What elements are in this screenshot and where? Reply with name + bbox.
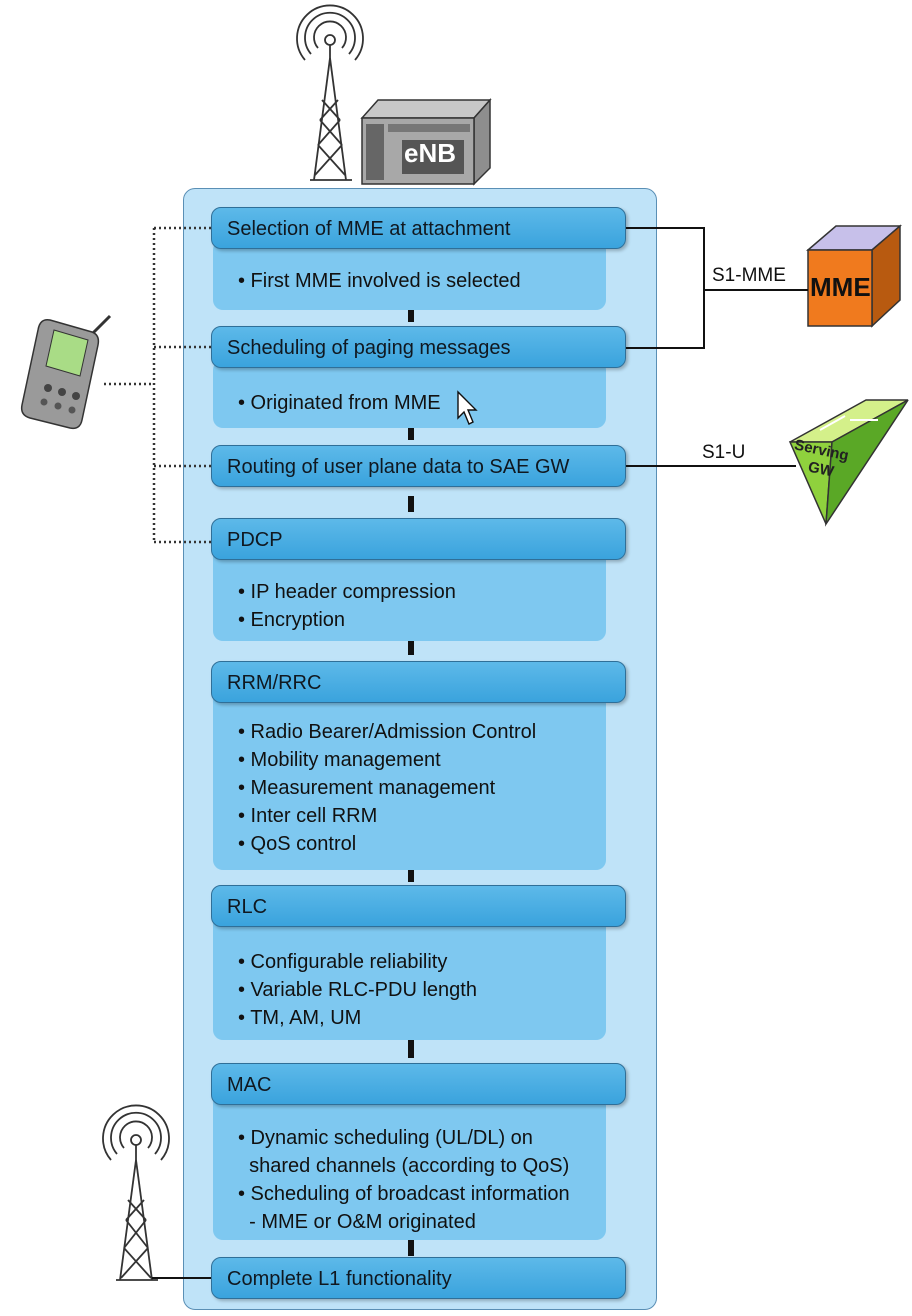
block-header-pdcp: PDCP [211, 518, 626, 560]
list-item: • Inter cell RRM [238, 805, 378, 827]
mouse-cursor-icon [457, 390, 478, 425]
block-header-paging: Scheduling of paging messages [211, 326, 626, 368]
block-header-mme-selection: Selection of MME at attachment [211, 207, 626, 249]
block-body-mme-selection [213, 240, 606, 310]
block-items-mac: • Dynamic scheduling (UL/DL) on shared c… [238, 1124, 570, 1236]
connector [408, 496, 414, 512]
connector [408, 641, 414, 655]
s1-u-label: S1-U [702, 442, 746, 463]
block-items-rrm-rrc: • Radio Bearer/Admission Control • Mobil… [238, 718, 536, 858]
block-body-rrm-rrc [213, 688, 606, 870]
block-header-rrm-rrc: RRM/RRC [211, 661, 626, 703]
block-items-rlc: • Configurable reliability • Variable RL… [238, 948, 477, 1032]
list-item: • Dynamic scheduling (UL/DL) on [238, 1127, 533, 1149]
list-item: • Variable RLC-PDU length [238, 979, 477, 1001]
dotted-radio-links [104, 226, 211, 544]
antenna-tower-bottom-icon [102, 1104, 211, 1281]
block-items-mme-selection: • First MME involved is selected [238, 267, 521, 295]
list-item: • First MME involved is selected [238, 270, 521, 292]
list-item: • Scheduling of broadcast information [238, 1183, 570, 1205]
list-item: • IP header compression [238, 581, 456, 603]
block-header-l1: Complete L1 functionality [211, 1257, 626, 1299]
enb-box-icon [360, 98, 492, 186]
block-body-pdcp [213, 545, 606, 641]
list-item: • QoS control [238, 833, 357, 855]
block-body-rlc [213, 912, 606, 1040]
block-header-mac: MAC [211, 1063, 626, 1105]
mme-cube-icon [805, 224, 903, 328]
mobile-phone-icon [20, 314, 112, 430]
s1-mme-label: S1-MME [712, 265, 786, 286]
connector [408, 870, 414, 882]
list-item: • Mobility management [238, 749, 441, 771]
connector [408, 1040, 414, 1058]
list-item: - MME or O&M originated [238, 1211, 476, 1233]
list-item: shared channels (according to QoS) [238, 1155, 570, 1177]
list-item: • TM, AM, UM [238, 1007, 362, 1029]
s1-mme-link [626, 227, 808, 349]
list-item: • Measurement management [238, 777, 496, 799]
serving-gw-icon [788, 399, 909, 527]
antenna-tower-top-icon [296, 4, 364, 181]
list-item: • Originated from MME [238, 392, 441, 414]
connector [408, 428, 414, 440]
list-item: • Radio Bearer/Admission Control [238, 721, 537, 743]
enb-label: eNB [404, 138, 457, 168]
connector [408, 1240, 414, 1256]
block-header-rlc: RLC [211, 885, 626, 927]
block-body-mac [213, 1090, 606, 1240]
block-items-pdcp: • IP header compression • Encryption [238, 578, 456, 634]
mme-label: MME [810, 272, 871, 302]
list-item: • Encryption [238, 609, 346, 631]
list-item: • Configurable reliability [238, 951, 448, 973]
block-body-paging [213, 360, 606, 428]
block-items-paging: • Originated from MME [238, 389, 441, 417]
connector [408, 310, 414, 322]
block-header-user-plane-routing: Routing of user plane data to SAE GW [211, 445, 626, 487]
